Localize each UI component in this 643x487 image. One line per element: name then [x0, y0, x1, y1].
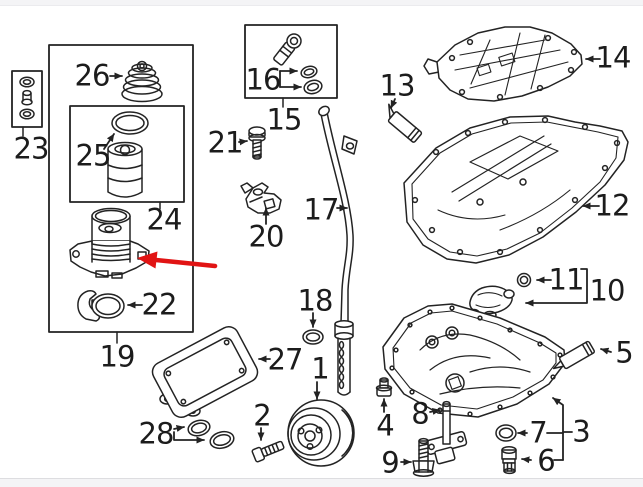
callout-3: 3 — [572, 414, 590, 449]
dipstick-o-ring-drawing — [302, 329, 324, 345]
callout-9: 9 — [381, 445, 399, 480]
callout-1: 1 — [311, 351, 329, 386]
support-bracket-drawing — [240, 182, 282, 214]
callout-11: 11 — [548, 262, 585, 297]
filter-seal-drawing — [111, 111, 149, 135]
upper-oil-pan-drawing — [403, 115, 629, 264]
oil-level-sensor-drawing — [424, 400, 468, 465]
kit-box-24 — [69, 105, 185, 210]
callout-25: 25 — [75, 138, 112, 173]
bottom-frame-strip — [0, 478, 643, 487]
callout-23: 23 — [13, 131, 50, 166]
oil-filter-housing-drawing — [69, 207, 150, 279]
drain-washer-drawing — [495, 424, 517, 442]
callout-21: 21 — [207, 125, 244, 160]
callout-28: 28 — [138, 416, 175, 451]
callout-7: 7 — [529, 415, 547, 450]
callout-10: 10 — [589, 273, 626, 308]
callout-arrows — [103, 55, 612, 466]
kit-box-19 — [48, 44, 194, 344]
pan-bolt-drawing — [375, 377, 393, 397]
callout-27: 27 — [267, 342, 304, 377]
callout-5: 5 — [615, 335, 633, 370]
cooler-seals-drawing — [187, 419, 235, 450]
callout-12: 12 — [594, 188, 631, 223]
filter-cap-drawing — [121, 60, 163, 103]
callout-14: 14 — [595, 40, 632, 75]
callout-15: 15 — [266, 102, 303, 137]
callout-13: 13 — [379, 68, 416, 103]
baffle-plate-drawing — [423, 26, 583, 102]
callout-17: 17 — [303, 192, 340, 227]
drain-plug-drawing — [501, 446, 517, 475]
pickup-o-ring-drawing — [516, 272, 532, 288]
bracket-bolt-drawing — [248, 126, 266, 160]
dipstick-tube-drawing — [318, 105, 358, 396]
kit-box-23 — [11, 70, 43, 137]
callout-4: 4 — [376, 408, 394, 443]
oil-cooler-drawing — [151, 325, 259, 419]
callout-2: 2 — [253, 398, 271, 433]
kit-box-15 — [244, 24, 338, 108]
crankshaft-pulley-drawing — [287, 399, 355, 467]
callout-8: 8 — [411, 396, 429, 431]
callout-6: 6 — [537, 443, 555, 478]
filter-element-drawing — [107, 141, 143, 198]
red-highlight-arrow — [137, 251, 218, 269]
pulley-bolt-drawing — [251, 440, 285, 463]
sensor-bolt-drawing — [412, 437, 435, 477]
callout-18: 18 — [297, 283, 334, 318]
sealant-tube-upper-drawing — [387, 103, 423, 143]
clamp-drawing — [77, 290, 125, 322]
spray-nozzle-drawing — [273, 33, 302, 66]
top-frame-strip — [0, 0, 643, 6]
callout-26: 26 — [74, 58, 111, 93]
nozzle-seals-drawing — [300, 65, 323, 95]
callout-22: 22 — [141, 287, 178, 322]
sealant-tube-lower-drawing — [552, 340, 595, 370]
callout-19: 19 — [99, 339, 136, 374]
callout-24: 24 — [146, 202, 183, 237]
callout-20: 20 — [248, 219, 285, 254]
callout-16: 16 — [245, 62, 282, 97]
